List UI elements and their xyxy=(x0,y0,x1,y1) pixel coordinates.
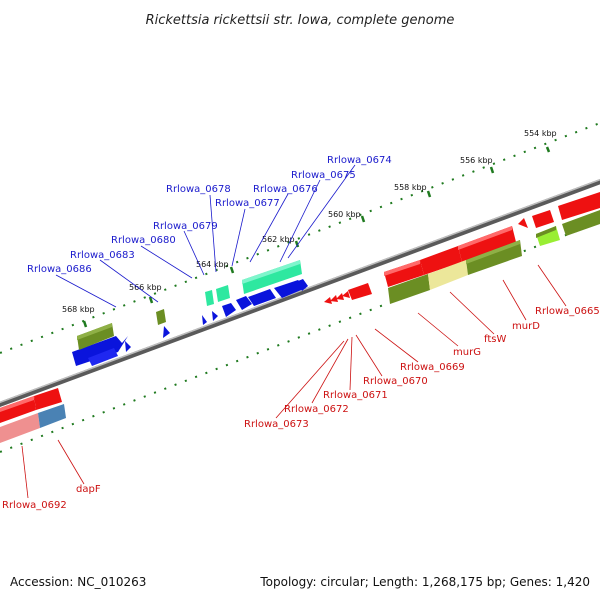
cds-reverse[interactable] xyxy=(336,293,344,300)
tick-label-564: 564 kbp xyxy=(196,260,229,269)
cds-forward[interactable] xyxy=(163,326,170,338)
cds-cyan[interactable] xyxy=(216,285,230,302)
cds-green[interactable] xyxy=(466,240,522,275)
cds-steel[interactable] xyxy=(38,404,66,428)
leader-lines-top xyxy=(55,164,356,308)
cds-lime[interactable] xyxy=(536,226,560,246)
cds-reverse[interactable] xyxy=(348,283,372,300)
cds-forward[interactable] xyxy=(202,315,207,325)
cds-forward[interactable] xyxy=(236,296,252,310)
cds-reverse[interactable] xyxy=(384,260,424,287)
cds-green[interactable] xyxy=(77,323,114,350)
cds-forward[interactable] xyxy=(298,279,308,291)
tick-label-568: 568 kbp xyxy=(62,305,95,314)
ruler-major-ticks xyxy=(82,146,551,328)
cds-reverse[interactable] xyxy=(0,396,36,423)
gene-label-top[interactable]: Rrlowa_0683 xyxy=(70,250,135,261)
gene-label-bottom[interactable]: Rrlowa_0692 xyxy=(2,500,67,511)
gene-label-top[interactable]: Rrlowa_0676 xyxy=(253,184,318,195)
cds-forward[interactable] xyxy=(274,280,306,298)
gene-label-bottom[interactable]: Rrlowa_0670 xyxy=(363,376,428,387)
cds-cyan[interactable] xyxy=(242,260,302,294)
cds-pink[interactable] xyxy=(0,413,40,443)
map-title: Rickettsia rickettsii str. Iowa, complet… xyxy=(146,13,455,28)
cds-green[interactable] xyxy=(562,210,600,236)
cds-forward[interactable] xyxy=(72,336,128,366)
cds-forward[interactable] xyxy=(222,303,236,317)
cds-reverse[interactable] xyxy=(420,246,462,275)
gene-label-bottom[interactable]: dapF xyxy=(76,484,101,495)
gene-label-bottom[interactable]: murD xyxy=(512,321,540,332)
cds-reverse[interactable] xyxy=(458,226,516,262)
cds-reverse[interactable] xyxy=(324,297,332,304)
gene-label-top[interactable]: Rrlowa_0674 xyxy=(327,155,392,166)
gene-label-top[interactable]: Rrlowa_0675 xyxy=(291,170,356,181)
cds-green[interactable] xyxy=(156,309,166,325)
cds-forward[interactable] xyxy=(125,341,131,352)
genome-summary-text: Topology: circular; Length: 1,268,175 bp… xyxy=(259,575,590,589)
cds-reverse[interactable] xyxy=(518,218,528,228)
gene-label-bottom[interactable]: Rrlowa_0671 xyxy=(323,390,388,401)
cds-green[interactable] xyxy=(388,274,430,304)
cds-cyan[interactable] xyxy=(205,290,214,306)
gene-label-top[interactable]: Rrlowa_0680 xyxy=(111,235,176,246)
gene-label-bottom[interactable]: Rrlowa_0672 xyxy=(284,404,349,415)
gene-label-bottom[interactable]: murG xyxy=(453,347,481,358)
tick-label-560: 560 kbp xyxy=(328,210,361,219)
tick-label-558: 558 kbp xyxy=(394,183,427,192)
tick-label-562: 562 kbp xyxy=(262,235,295,244)
gene-label-bottom[interactable]: Rrlowa_0665 xyxy=(535,306,600,317)
gene-labels-top: Rrlowa_0674 Rrlowa_0675 Rrlowa_0676 Rrlo… xyxy=(27,155,392,275)
cds-reverse[interactable] xyxy=(34,388,62,410)
gene-label-top[interactable]: Rrlowa_0679 xyxy=(153,221,218,232)
gene-label-bottom[interactable]: ftsW xyxy=(484,334,506,345)
features-bottom xyxy=(0,192,600,443)
cds-forward[interactable] xyxy=(212,311,218,321)
tick-label-556: 556 kbp xyxy=(460,156,493,165)
gene-label-top[interactable]: Rrlowa_0677 xyxy=(215,198,280,209)
cds-reverse[interactable] xyxy=(558,192,600,220)
tick-label-566: 566 kbp xyxy=(129,283,162,292)
cds-reverse[interactable] xyxy=(342,291,350,298)
cds-reverse[interactable] xyxy=(532,210,554,228)
gene-labels-bottom: Rrlowa_0665 murD ftsW murG Rrlowa_0669 R… xyxy=(2,306,600,511)
kbp-labels: 554 kbp 556 kbp 558 kbp 560 kbp 562 kbp … xyxy=(62,129,557,314)
cds-reverse[interactable] xyxy=(330,295,338,302)
leader-lines-bottom xyxy=(21,264,567,499)
features-top xyxy=(72,260,308,366)
gene-label-bottom[interactable]: Rrlowa_0669 xyxy=(400,362,465,373)
cds-khaki[interactable] xyxy=(428,260,468,290)
tick-label-554: 554 kbp xyxy=(524,129,557,138)
gene-label-top[interactable]: Rrlowa_0678 xyxy=(166,184,231,195)
genome-backbone xyxy=(0,178,600,407)
gene-label-bottom[interactable]: Rrlowa_0673 xyxy=(244,419,309,430)
cds-forward[interactable] xyxy=(248,289,276,306)
accession-text: Accession: NC_010263 xyxy=(10,575,146,589)
gene-label-top[interactable]: Rrlowa_0686 xyxy=(27,264,92,275)
